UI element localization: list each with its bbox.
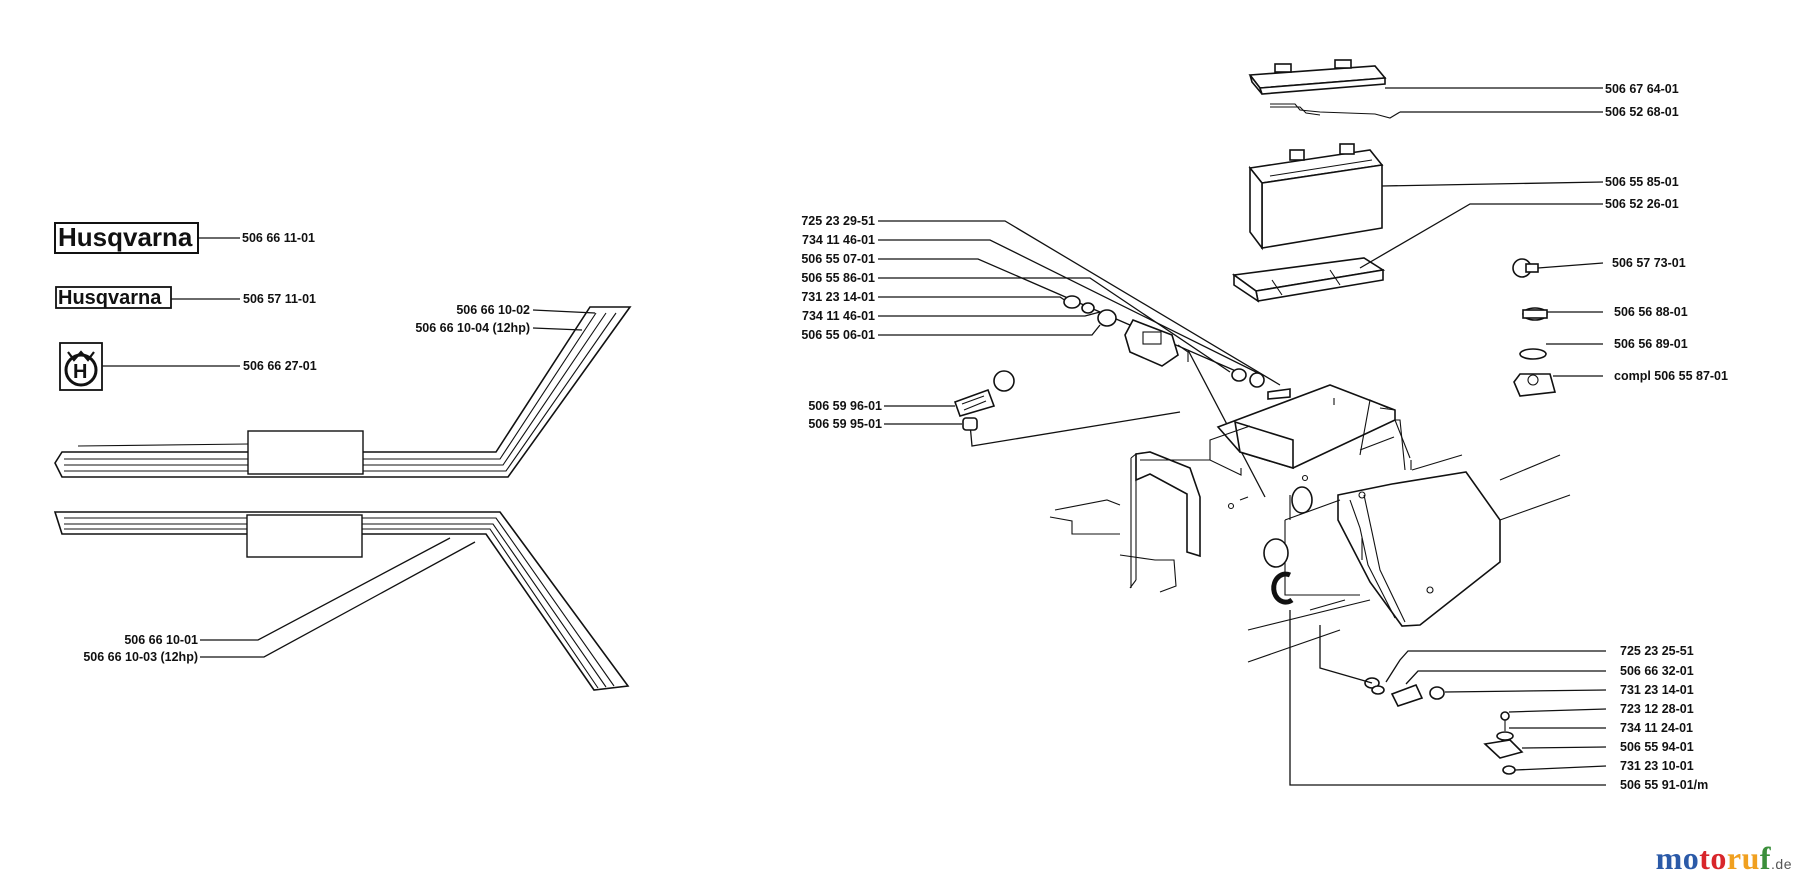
label-logo-large: 506 66 11-01 (242, 231, 315, 245)
label-logo-small: 506 57 11-01 (243, 292, 316, 306)
ignition-switch (1513, 373, 1557, 397)
svg-text:731 23 14-01: 731 23 14-01 (1620, 683, 1694, 697)
battery (1248, 143, 1384, 251)
svg-text:734 11 46-01: 734 11 46-01 (802, 309, 875, 323)
stripe-decal-lower (53, 511, 630, 691)
label-stripe-lower-b: 506 66 10-03 (12hp) (83, 650, 198, 664)
svg-text:734 11 24-01: 734 11 24-01 (1620, 721, 1693, 735)
svg-text:731 23 14-01: 731 23 14-01 (801, 290, 875, 304)
right-lower-callouts: 725 23 25-51 506 66 32-01 731 23 14-01 7… (1289, 610, 1708, 792)
label-battery-cover: 506 67 64-01 (1605, 82, 1679, 96)
lower-small-parts (1364, 677, 1524, 775)
emblem-icon: H (59, 342, 103, 391)
label-ignition-key: 506 57 73-01 (1612, 256, 1686, 270)
logo-large: Husqvarna (54, 222, 199, 254)
svg-text:Husqvarna: Husqvarna (58, 287, 162, 309)
small-mid-parts (953, 295, 1291, 498)
svg-text:506 55 06-01: 506 55 06-01 (801, 328, 875, 342)
svg-text:506 66 32-01: 506 66 32-01 (1620, 664, 1694, 678)
grommet (1263, 538, 1289, 568)
battery-cover (1248, 59, 1387, 95)
svg-text:506 55 86-01: 506 55 86-01 (801, 271, 875, 285)
label-battery: 506 55 85-01 (1605, 175, 1679, 189)
label-emblem: 506 66 27-01 (243, 359, 317, 373)
svg-text:Husqvarna: Husqvarna (58, 222, 193, 252)
fender-cover (1337, 399, 1571, 627)
svg-text:H: H (73, 361, 87, 383)
stripe-decal-upper (54, 306, 632, 478)
svg-text:725 23 29-51: 725 23 29-51 (801, 214, 875, 228)
label-switch-nut: 506 56 88-01 (1614, 305, 1688, 319)
switch-washer (1519, 348, 1547, 360)
label-ignition-switch-complete: compl 506 55 87-01 (1614, 369, 1728, 383)
svg-text:506 59 96-01: 506 59 96-01 (808, 399, 882, 413)
frame-lower-lines (1247, 499, 1371, 663)
label-stripe-lower-a: 506 66 10-01 (124, 633, 198, 647)
label-switch-washer: 506 56 89-01 (1614, 337, 1688, 351)
svg-text:723 12 28-01: 723 12 28-01 (1620, 702, 1694, 716)
svg-text:725 23 25-51: 725 23 25-51 (1620, 644, 1694, 658)
label-battery-tray: 506 52 26-01 (1605, 197, 1679, 211)
svg-text:506 55 91-01/m: 506 55 91-01/m (1620, 778, 1708, 792)
switch-nut (1522, 307, 1548, 321)
ignition-key-icon (1512, 258, 1539, 278)
middle-callouts: 725 23 29-51 734 11 46-01 506 55 07-01 5… (801, 214, 1281, 447)
svg-text:506 55 07-01: 506 55 07-01 (801, 252, 875, 266)
svg-text:734 11 46-01: 734 11 46-01 (802, 233, 875, 247)
clamp-c-icon (1271, 571, 1294, 605)
label-stripe-upper-b: 506 66 10-04 (12hp) (415, 321, 530, 335)
frame-assembly (1049, 384, 1406, 593)
svg-text:506 59 95-01: 506 59 95-01 (808, 417, 882, 431)
watermark-logo: motoruf.de (1655, 840, 1792, 876)
label-hold-down-rod: 506 52 68-01 (1605, 105, 1679, 119)
label-stripe-upper-a: 506 66 10-02 (456, 303, 530, 317)
svg-text:731 23 10-01: 731 23 10-01 (1620, 759, 1694, 773)
battery-hold-down-rod (1270, 103, 1401, 119)
logo-small: Husqvarna (55, 286, 172, 309)
svg-text:506 55 94-01: 506 55 94-01 (1620, 740, 1694, 754)
battery-tray (1231, 257, 1386, 303)
